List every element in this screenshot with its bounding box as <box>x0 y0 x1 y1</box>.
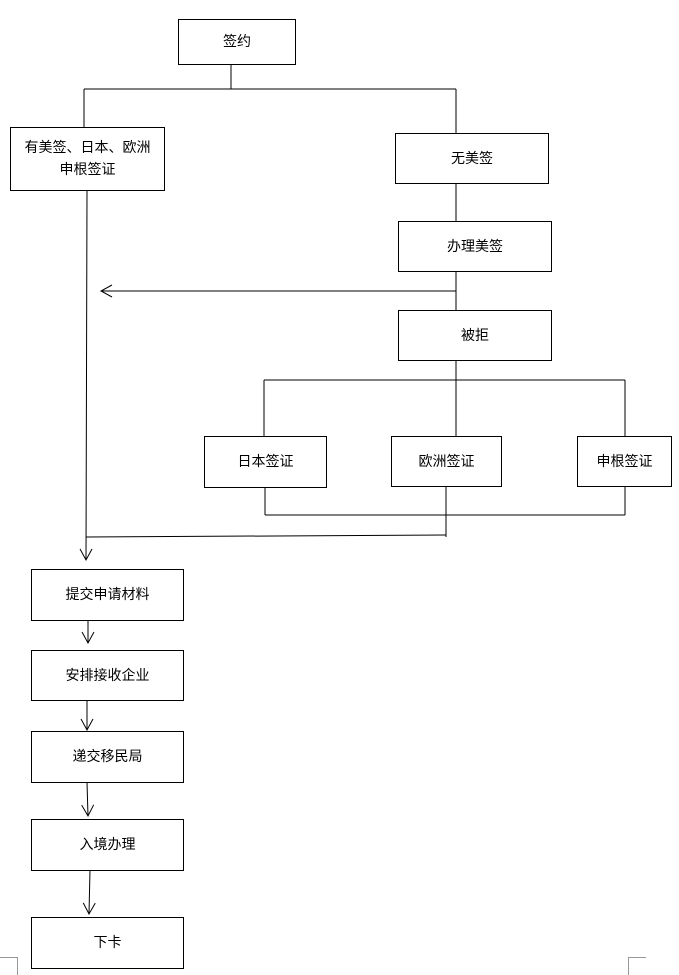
node-europe-visa-label: 欧洲签证 <box>418 453 475 470</box>
node-card-issued-label: 下卡 <box>93 935 122 951</box>
node-rejected: 被拒 <box>398 310 552 361</box>
node-apply-us-visa: 办理美签 <box>398 221 552 272</box>
node-schengen-visa-label: 申根签证 <box>596 453 653 470</box>
node-sign-label: 签约 <box>223 34 251 50</box>
node-has-visa-label: 有美签、日本、欧洲申根签证 <box>24 140 151 178</box>
node-submit-immigration: 递交移民局 <box>31 731 184 783</box>
node-sign: 签约 <box>178 19 296 65</box>
arrow-immigration-to-entry <box>81 781 95 818</box>
node-entry-processing: 入境办理 <box>31 819 184 871</box>
node-apply-us-visa-label: 办理美签 <box>447 238 503 255</box>
node-card-issued: 下卡 <box>31 917 184 969</box>
arrow-trunk-to-submit <box>79 189 93 562</box>
node-entry-processing-label: 入境办理 <box>79 837 136 853</box>
page-corner-mark-right <box>628 957 646 975</box>
node-japan-visa-label: 日本签证 <box>237 454 294 470</box>
node-submit-immigration-label: 递交移民局 <box>72 749 143 765</box>
node-no-us-visa: 无美签 <box>395 133 549 184</box>
node-japan-visa: 日本签证 <box>204 436 327 488</box>
node-has-visa: 有美签、日本、欧洲申根签证 <box>10 127 165 191</box>
node-arrange-employer-label: 安排接收企业 <box>65 667 150 684</box>
page-corner-mark-left <box>0 957 18 975</box>
node-no-us-visa-label: 无美签 <box>451 150 493 167</box>
connector-merge-to-left <box>85 534 447 538</box>
node-submit-materials-label: 提交申请材料 <box>65 587 150 603</box>
arrow-entry-to-card <box>82 869 96 916</box>
node-arrange-employer: 安排接收企业 <box>31 650 184 701</box>
node-europe-visa: 欧洲签证 <box>391 436 502 487</box>
node-rejected-label: 被拒 <box>461 327 489 344</box>
node-schengen-visa: 申根签证 <box>577 436 672 487</box>
node-submit-materials: 提交申请材料 <box>31 569 184 621</box>
